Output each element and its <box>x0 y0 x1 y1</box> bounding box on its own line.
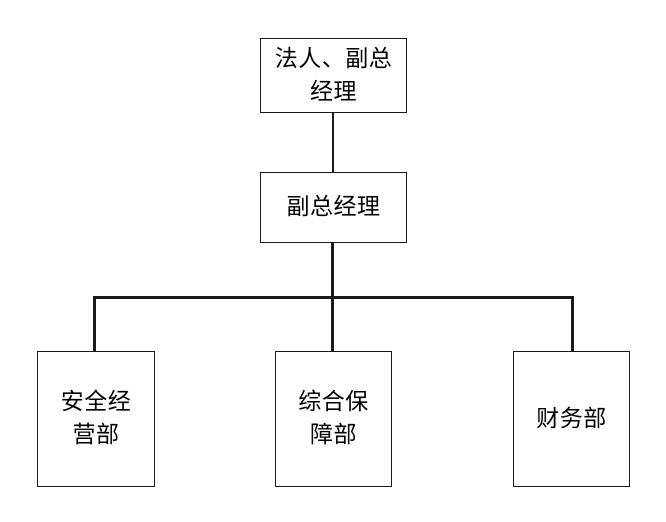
connector-bus-to-finance <box>571 295 575 352</box>
connector-ceo-to-deputy <box>332 112 334 173</box>
org-node-finance-department[interactable]: 财务部 <box>513 351 630 487</box>
org-node-label: 安全经 营部 <box>60 389 132 448</box>
connector-bus-to-support <box>331 295 335 352</box>
org-node-label: 法人、副总 经理 <box>274 45 393 105</box>
connector-bus-to-safety <box>93 295 97 352</box>
connector-deputy-to-bus <box>331 242 335 299</box>
org-node-legal-representative-deputy-gm[interactable]: 法人、副总 经理 <box>260 38 407 113</box>
org-node-label: 副总经理 <box>286 194 381 221</box>
org-node-safety-operations-department[interactable]: 安全经 营部 <box>37 351 155 487</box>
org-node-label: 财务部 <box>536 405 607 432</box>
org-node-comprehensive-support-department[interactable]: 综合保 障部 <box>275 351 392 487</box>
org-node-deputy-general-manager[interactable]: 副总经理 <box>260 172 407 243</box>
org-node-label: 综合保 障部 <box>298 389 369 448</box>
